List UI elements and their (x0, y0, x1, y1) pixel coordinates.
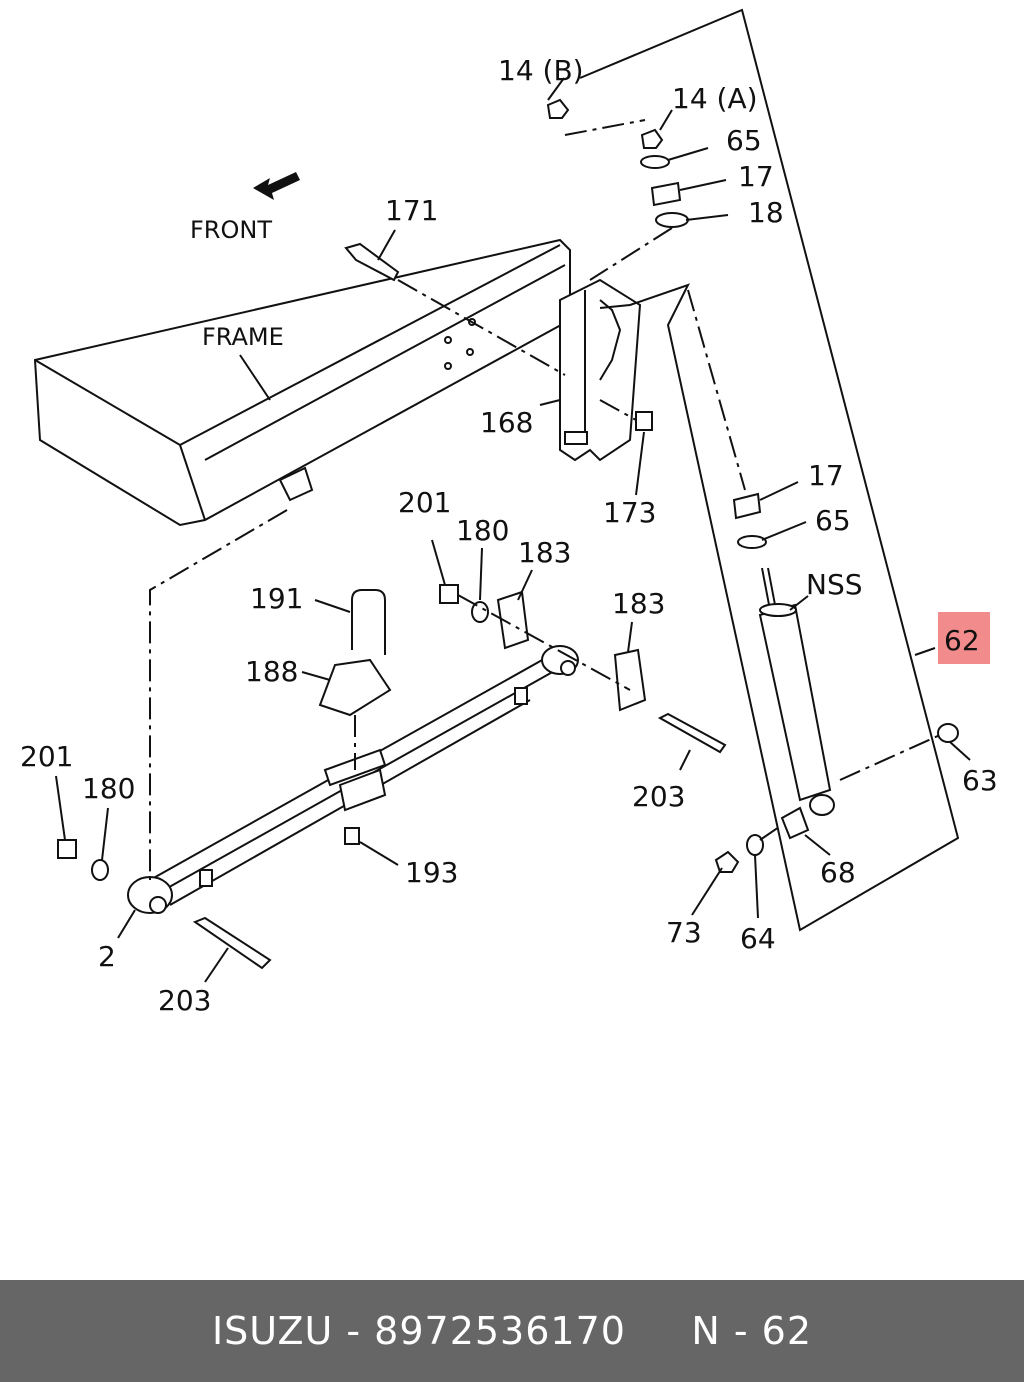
label-168: 168 (480, 406, 533, 439)
label-68: 68 (820, 856, 856, 889)
label-18: 18 (748, 196, 784, 229)
label-63: 63 (962, 764, 998, 797)
footer-page: N - 62 (691, 1309, 813, 1353)
label-17-top: 17 (738, 160, 774, 193)
label-2: 2 (98, 940, 116, 973)
shock-absorber (758, 567, 835, 816)
highlight-box (938, 612, 990, 664)
label-180-lower: 180 (82, 772, 135, 805)
label-65-mid: 65 (815, 504, 851, 537)
label-62: 62 (944, 624, 980, 657)
frame-rail (33, 238, 571, 527)
front-arrow-icon (253, 172, 300, 200)
label-183-right: 183 (612, 587, 665, 620)
label-201-upper: 201 (398, 486, 451, 519)
label-203-right: 203 (632, 780, 685, 813)
footer-bar: ISUZU - 8972536170 N - 62 (0, 1280, 1024, 1382)
label-193: 193 (405, 856, 458, 889)
leader-lines (55, 8, 971, 983)
hardware (57, 98, 959, 970)
label-73: 73 (666, 916, 702, 949)
label-14b: 14 (B) (498, 54, 584, 87)
label-front: FRONT (190, 216, 272, 244)
callout-labels: 14 (B) 14 (A) 65 17 18 FRONT 171 FRAME 1… (20, 54, 998, 1017)
label-nss: NSS (806, 568, 863, 601)
label-17-mid: 17 (808, 459, 844, 492)
footer-brand: ISUZU (211, 1309, 334, 1353)
label-171: 171 (385, 194, 438, 227)
shackle-bracket (559, 278, 642, 462)
footer-gap (626, 1309, 691, 1353)
u-bolt (318, 589, 392, 845)
footer-part-number: 8972536170 (374, 1309, 626, 1353)
label-173: 173 (603, 496, 656, 529)
label-14a: 14 (A) (672, 82, 758, 115)
label-188: 188 (245, 655, 298, 688)
footer-sep: - (333, 1309, 375, 1353)
label-203-left: 203 (158, 984, 211, 1017)
label-201-lower: 201 (20, 740, 73, 773)
label-65-top: 65 (726, 124, 762, 157)
label-180-upper: 180 (456, 514, 509, 547)
label-191: 191 (250, 582, 303, 615)
label-frame: FRAME (202, 323, 284, 351)
parts-diagram: 14 (B) 14 (A) 65 17 18 FRONT 171 FRAME 1… (20, 8, 998, 1017)
label-183-left: 183 (518, 536, 571, 569)
label-64: 64 (740, 922, 776, 955)
